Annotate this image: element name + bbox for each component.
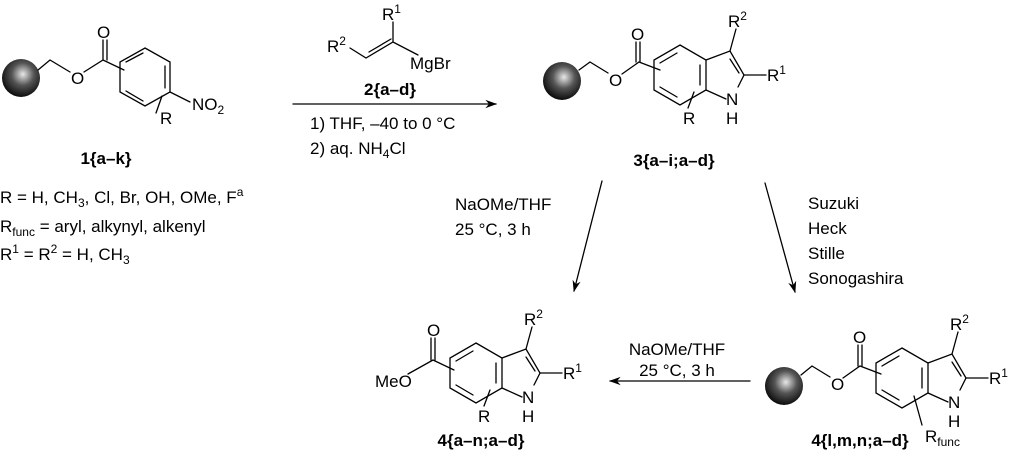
- r-definition: R = H, CH3, Cl, Br, OH, OMe, Fa: [0, 185, 244, 210]
- mgbr-label: MgBr: [410, 54, 451, 73]
- ester-oxygen: O: [609, 71, 622, 90]
- r2-label: R2: [950, 312, 969, 334]
- r1-r2-definition: R1 = R2 = H, CH3: [0, 242, 130, 267]
- r-substituent: R: [478, 407, 490, 426]
- carbonyl-oxygen: O: [853, 328, 866, 347]
- reagent-2-label: 2{a–d}: [364, 80, 416, 99]
- coupling-stille: Stille: [808, 244, 845, 263]
- compound-1-label: 1{a–k}: [80, 149, 131, 168]
- r2-label: R2: [327, 34, 346, 56]
- coupling-reactions: Suzuki Heck Stille Sonogashira: [808, 194, 904, 288]
- step1-conditions-1: 1) THF, –40 to 0 °C: [310, 114, 455, 133]
- substituent-definitions: R = H, CH3, Cl, Br, OH, OMe, Fa Rfunc = …: [0, 185, 244, 267]
- cleavage1-conditions: 25 °C, 3 h: [455, 220, 531, 239]
- compound-4b-label: 4{l,m,n;a–d}: [811, 431, 909, 450]
- compound-1: O O NO2 R 1{a–k}: [2, 23, 225, 168]
- compound-4-resin-bound: O O N H Rfunc R2 R1 4{l,m,n;a–d}: [765, 312, 1008, 450]
- r2-label: R2: [524, 307, 543, 329]
- ester-oxygen: O: [71, 69, 84, 88]
- arrow-cleavage-down: [572, 180, 603, 293]
- resin-bead-icon: [765, 367, 803, 405]
- resin-bead-icon: [543, 62, 581, 100]
- cleavage2-reagent: NaOMe/THF: [629, 340, 725, 359]
- coupling-heck: Heck: [808, 219, 847, 238]
- cleavage1-reagent: NaOMe/THF: [455, 195, 551, 214]
- compound-3-label: 3{a–i;a–d}: [633, 151, 715, 170]
- compound-4-methyl-ester: MeO O N H R R2 R1 4{a–n;a–d}: [375, 307, 582, 450]
- carbonyl-oxygen: O: [427, 321, 440, 340]
- nh-hydrogen: H: [522, 407, 534, 426]
- nh-hydrogen: H: [726, 109, 738, 128]
- r-substituent: R: [160, 109, 172, 128]
- nh-hydrogen: H: [948, 412, 960, 431]
- compound-4a-label: 4{a–n;a–d}: [438, 431, 525, 450]
- compound-3: O O N H R R2 R1 3{a–i;a–d}: [543, 9, 786, 170]
- rfunc-substituent: Rfunc: [925, 427, 960, 449]
- r-substituent: R: [683, 109, 695, 128]
- rfunc-definition: Rfunc = aryl, alkynyl, alkenyl: [0, 217, 206, 239]
- coupling-sonogashira: Sonogashira: [808, 269, 904, 288]
- nitrogen: N: [948, 393, 960, 412]
- r1-label: R1: [382, 2, 401, 24]
- r1-label: R1: [563, 361, 582, 383]
- ester-oxygen: O: [831, 375, 844, 394]
- coupling-suzuki: Suzuki: [808, 194, 859, 213]
- methoxy-label: MeO: [375, 372, 412, 391]
- nitrogen: N: [522, 388, 534, 407]
- arrow-coupling: [764, 182, 797, 294]
- nitro-group: NO2: [192, 95, 225, 117]
- r2-label: R2: [728, 9, 747, 31]
- cleavage2-conditions: 25 °C, 3 h: [639, 361, 715, 380]
- carbonyl-oxygen: O: [631, 25, 644, 44]
- carbonyl-oxygen: O: [97, 23, 110, 42]
- r1-label: R1: [989, 366, 1008, 388]
- r1-label: R1: [767, 63, 786, 85]
- nitrogen: N: [726, 90, 738, 109]
- reagent-2: R1 R2 MgBr 2{a–d}: [327, 2, 451, 99]
- step1-conditions-2: 2) aq. NH4Cl: [310, 139, 406, 161]
- resin-bead-icon: [2, 59, 40, 97]
